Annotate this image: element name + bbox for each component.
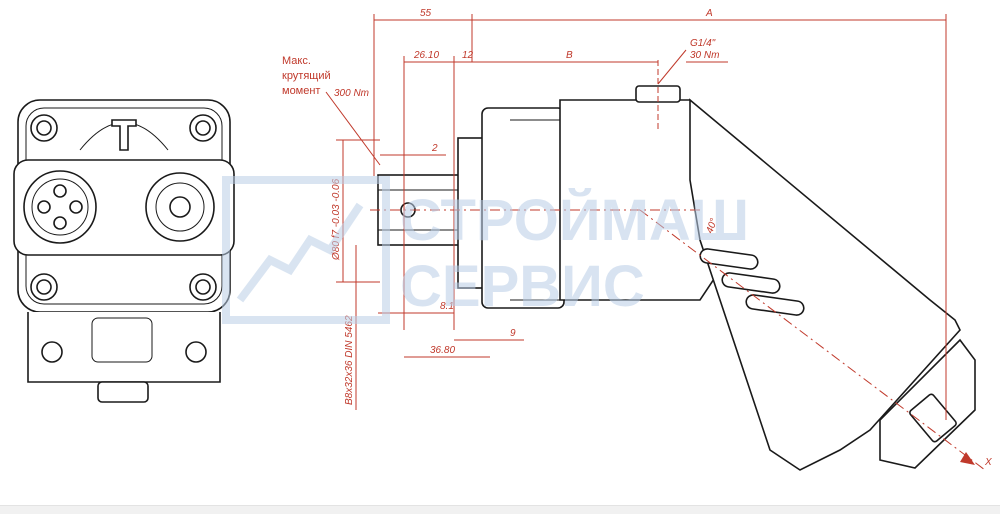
axis-arrow xyxy=(960,452,975,465)
dim-shaft-diameter: Ø80 f7 -0.03 -0.06 xyxy=(331,178,342,261)
bottom-strip xyxy=(0,505,1000,514)
dim-36-80: 36.80 xyxy=(430,345,455,356)
torque-value: 300 Nm xyxy=(334,88,369,99)
mounting-holes xyxy=(30,114,217,301)
dim-b: B xyxy=(566,50,573,61)
front-shaft-stub xyxy=(97,381,149,403)
watermark-line2: СЕРВИС xyxy=(400,254,645,319)
watermark: СТРОЙМАШ СЕРВИС xyxy=(222,176,749,324)
watermark-line1: СТРОЙМАШ xyxy=(400,188,749,253)
front-t-mark xyxy=(111,119,137,151)
torque-label-line3: момент xyxy=(282,85,320,97)
dim-port-thread: G1/4" xyxy=(690,38,716,49)
dim-12: 12 xyxy=(462,50,474,61)
torque-label-line2: крутящий xyxy=(282,70,331,82)
side-view xyxy=(370,60,986,471)
front-view xyxy=(13,99,235,403)
dimension-lines xyxy=(325,14,975,465)
axis-label: X xyxy=(984,457,992,468)
angled-body xyxy=(689,98,961,471)
dim-8-1: 8.1 xyxy=(440,301,454,312)
dim-port-torque: 30 Nm xyxy=(690,50,719,61)
front-port-left xyxy=(23,170,97,244)
dim-9: 9 xyxy=(510,328,516,339)
dim-shaft-spline: B8x32x36 DIN 5462 xyxy=(344,315,355,405)
watermark-logo-mark xyxy=(236,202,364,303)
dim-angle: 40° xyxy=(704,217,720,235)
dim-2: 2 xyxy=(431,143,438,154)
dim-26-10: 26.10 xyxy=(413,50,439,61)
dim-a: A xyxy=(705,8,713,19)
watermark-logo-frame xyxy=(222,176,390,324)
dim-55: 55 xyxy=(420,8,432,19)
torque-label-line1: Макс. xyxy=(282,55,311,67)
